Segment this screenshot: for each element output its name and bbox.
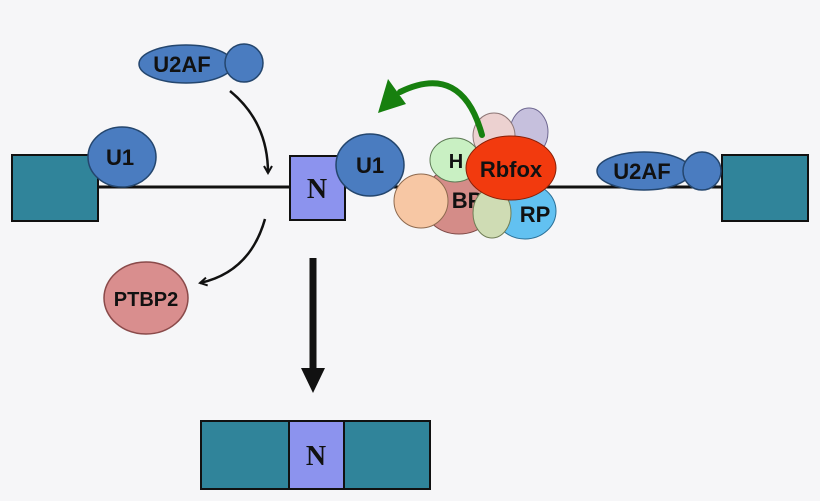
ptbp2-displacement-arrow xyxy=(200,218,267,283)
product-upstream-exon xyxy=(200,420,290,490)
u2af-top-factor: U2AF xyxy=(138,43,264,84)
hnrnp-h-label: H xyxy=(449,151,463,173)
ptbp2-label: PTBP2 xyxy=(114,289,178,311)
rbfox-label: Rbfox xyxy=(480,157,543,182)
ptbp2-factor: PTBP2 xyxy=(103,261,189,335)
product-arrow xyxy=(301,258,325,393)
u2af-right-factor: U2AF xyxy=(596,151,722,191)
u2af-top-label: U2AF xyxy=(153,52,210,77)
green-recruitment-arrow xyxy=(378,79,485,138)
u1-left-label: U1 xyxy=(106,145,134,170)
rbfox-blob xyxy=(465,135,557,201)
u1-middle-factor: U1 xyxy=(335,133,405,197)
esrp-partial-label: RP xyxy=(520,202,551,227)
downstream-exon xyxy=(721,154,809,222)
peach-blob xyxy=(393,173,449,229)
regulatory-complex: RP BP H Rbfox xyxy=(393,107,557,240)
spliced-product: N xyxy=(200,420,431,490)
upstream-exon xyxy=(11,154,99,222)
alternative-exon-label: N xyxy=(307,174,327,205)
product-downstream-exon xyxy=(343,420,431,490)
u1-left-factor: U1 xyxy=(87,126,157,188)
product-exon-label: N xyxy=(306,441,326,472)
u2af-right-label: U2AF xyxy=(613,159,670,184)
u1-middle-label: U1 xyxy=(356,153,384,178)
u2af-binding-arrow xyxy=(229,90,268,173)
